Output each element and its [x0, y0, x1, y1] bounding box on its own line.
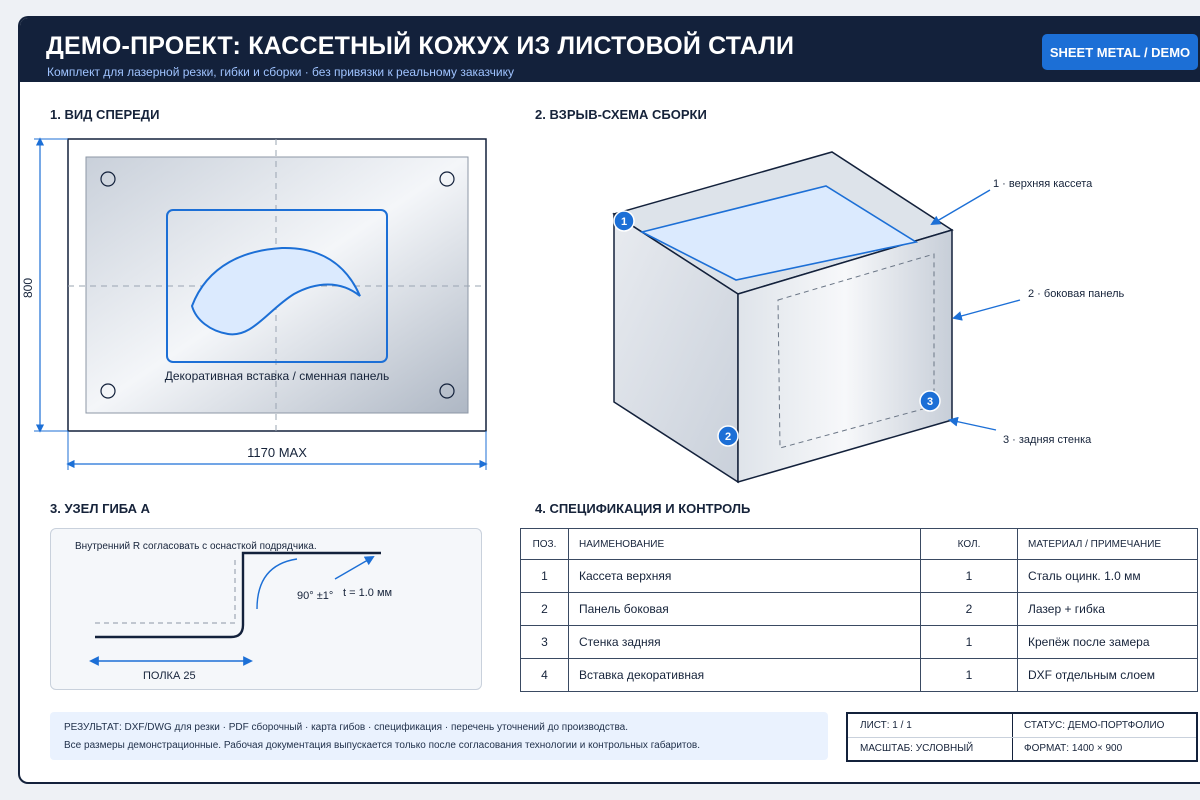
svg-text:3: 3	[927, 396, 933, 408]
format-label: ФОРМАТ: 1400 × 900	[1024, 743, 1123, 754]
column-header: МАТЕРИАЛ / ПРИМЕЧАНИЕ	[1017, 528, 1198, 560]
title-block: ЛИСТ: 1 / 1 МАСШТАБ: УСЛОВНЫЙ СТАТУС: ДЕ…	[846, 712, 1198, 762]
svg-text:2: 2	[725, 431, 731, 443]
insert-label: Декоративная вставка / сменная панель	[165, 369, 390, 383]
spec-table: ПОЗ. НАИМЕНОВАНИЕ КОЛ. МАТЕРИАЛ / ПРИМЕЧ…	[520, 528, 1198, 692]
exploded-view-title: 2. ВЗРЫВ-СХЕМА СБОРКИ	[535, 107, 707, 122]
bend-note: Внутренний R согласовать с оснасткой под…	[75, 541, 317, 552]
bend-radius-arc	[256, 558, 298, 610]
row-qty: 1	[920, 658, 1018, 692]
page-subtitle: Комплект для лазерной резки, гибки и сбо…	[47, 65, 514, 79]
bend-angle: 90° ±1°	[297, 590, 333, 602]
row-qty: 1	[920, 625, 1018, 659]
svg-text:1: 1	[621, 216, 627, 228]
exploded-view: 1 · верхняя кассета 2 · боковая панель 3…	[612, 151, 1125, 484]
sheet-number: ЛИСТ: 1 / 1	[860, 720, 912, 731]
row-note: DXF отдельным слоем	[1017, 658, 1198, 692]
mount-hole	[439, 171, 455, 187]
decorative-shape	[190, 246, 361, 336]
table-header-row: ПОЗ. НАИМЕНОВАНИЕ КОЛ. МАТЕРИАЛ / ПРИМЕЧ…	[520, 528, 1198, 560]
row-name: Стенка задняя	[568, 625, 921, 659]
marker-2: 2	[717, 425, 739, 447]
result-box: РЕЗУЛЬТАТ: DXF/DWG для резки · PDF сборо…	[50, 712, 828, 760]
height-label: 800	[21, 278, 35, 298]
table-row: 1 Кассета верхняя 1 Сталь оцинк. 1.0 мм	[520, 559, 1198, 593]
column-header: ПОЗ.	[520, 528, 569, 560]
row-qty: 1	[920, 559, 1018, 593]
row-name: Кассета верхняя	[568, 559, 921, 593]
mount-hole	[100, 383, 116, 399]
front-view: Декоративная вставка / сменная панель 80…	[21, 137, 488, 470]
callout-label-2: 2 · боковая панель	[1028, 288, 1125, 300]
callout-label-1: 1 · верхняя кассета	[993, 178, 1093, 190]
mount-hole	[439, 383, 455, 399]
scale-label: МАСШТАБ: УСЛОВНЫЙ	[860, 743, 974, 754]
front-view-title: 1. ВИД СПЕРЕДИ	[50, 107, 160, 122]
width-label: 1170 MAX	[247, 445, 307, 460]
result-line-1: РЕЗУЛЬТАТ: DXF/DWG для резки · PDF сборо…	[64, 722, 628, 733]
marker-3: 3	[919, 390, 941, 412]
page-title: ДЕМО-ПРОЕКТ: КАССЕТНЫЙ КОЖУХ ИЗ ЛИСТОВОЙ…	[46, 32, 795, 60]
row-name: Вставка декоративная	[568, 658, 921, 692]
row-note: Лазер + гибка	[1017, 592, 1198, 626]
mount-hole	[100, 171, 116, 187]
bend-detail-title: 3. УЗЕЛ ГИБА А	[50, 501, 151, 516]
table-row: 2 Панель боковая 2 Лазер + гибка	[520, 592, 1198, 626]
table-row: 4 Вставка декоративная 1 DXF отдельным с…	[520, 658, 1198, 692]
row-pos: 3	[520, 625, 569, 659]
row-note: Сталь оцинк. 1.0 мм	[1017, 559, 1198, 593]
drawing-sheet: ДЕМО-ПРОЕКТ: КАССЕТНЫЙ КОЖУХ ИЗ ЛИСТОВОЙ…	[18, 16, 1200, 784]
bend-profile	[95, 551, 381, 639]
status-label: СТАТУС: ДЕМО-ПОРТФОЛИО	[1024, 720, 1165, 731]
header-bar: ДЕМО-ПРОЕКТ: КАССЕТНЫЙ КОЖУХ ИЗ ЛИСТОВОЙ…	[20, 18, 1200, 82]
row-note: Крепёж после замера	[1017, 625, 1198, 659]
row-pos: 4	[520, 658, 569, 692]
flange-label: ПОЛКА 25	[143, 670, 196, 682]
callout-label-3: 3 · задняя стенка	[1003, 434, 1092, 446]
top-cassette	[639, 185, 919, 281]
result-line-2: Все размеры демонстрационные. Рабочая до…	[64, 740, 701, 751]
table-row: 3 Стенка задняя 1 Крепёж после замера	[520, 625, 1198, 659]
row-pos: 1	[520, 559, 569, 593]
thickness-label: t = 1.0 мм	[343, 587, 392, 599]
drawing-canvas: Декоративная вставка / сменная панель 80…	[21, 137, 1125, 484]
column-header: НАИМЕНОВАНИЕ	[568, 528, 921, 560]
bend-detail-panel: Внутренний R согласовать с оснасткой под…	[50, 528, 482, 690]
column-header: КОЛ.	[920, 528, 1018, 560]
marker-1: 1	[613, 210, 635, 232]
spec-title: 4. СПЕЦИФИКАЦИЯ И КОНТРОЛЬ	[535, 501, 751, 516]
demo-badge: SHEET METAL / DEMO	[1042, 34, 1198, 70]
row-pos: 2	[520, 592, 569, 626]
row-name: Панель боковая	[568, 592, 921, 626]
decorative-insert-frame	[166, 209, 388, 363]
back-wall-cutout	[777, 253, 935, 449]
bend-detail-drawing: Внутренний R согласовать с оснасткой под…	[75, 541, 392, 682]
row-qty: 2	[920, 592, 1018, 626]
